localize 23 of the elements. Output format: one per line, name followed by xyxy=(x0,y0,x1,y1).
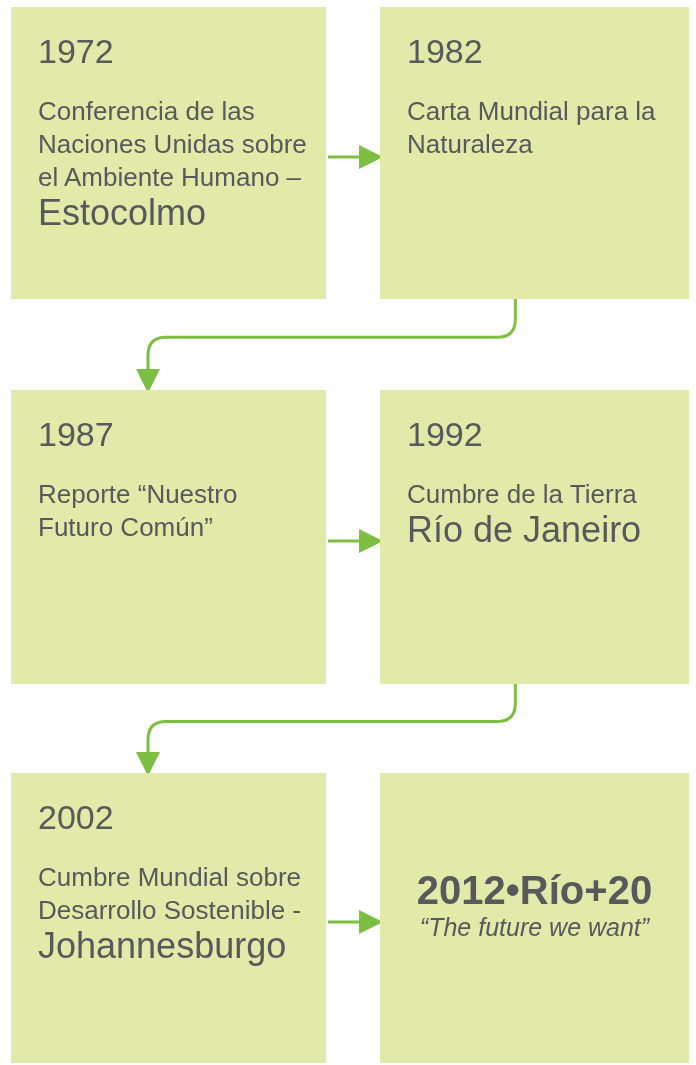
event-box xyxy=(11,390,326,684)
place-name: Río de Janeiro xyxy=(407,511,642,549)
event-box xyxy=(380,773,689,1063)
place-name: Johannesburgo xyxy=(38,927,287,965)
slogan-text: “The future we want” xyxy=(419,912,650,942)
event-box xyxy=(11,773,326,1063)
place-name: Estocolmo xyxy=(38,194,207,232)
year-heading: 1987 xyxy=(38,414,114,454)
event-box xyxy=(11,7,326,299)
event-description: Reporte “Nuestro Futuro Común” xyxy=(38,478,239,544)
year-heading: 2002 xyxy=(38,797,114,837)
arrow xyxy=(136,299,517,393)
year-heading: 1972 xyxy=(38,31,114,71)
event-description: Cumbre de la Tierra xyxy=(407,478,637,511)
year-heading: 1992 xyxy=(407,414,483,454)
event-description: Conferencia de las Naciones Unidas sobre el Ambiente Humano – xyxy=(38,95,308,194)
event-description: Cumbre Mundial sobre Desarrollo Sostenible - xyxy=(38,861,302,927)
event-box xyxy=(380,390,689,684)
event-box xyxy=(380,7,689,299)
year-heading: 1982 xyxy=(407,31,483,71)
highlight-heading: 2012•Río+20 xyxy=(416,868,653,912)
event-description: Carta Mundial para la Naturaleza xyxy=(407,95,657,161)
arrow xyxy=(136,684,517,776)
